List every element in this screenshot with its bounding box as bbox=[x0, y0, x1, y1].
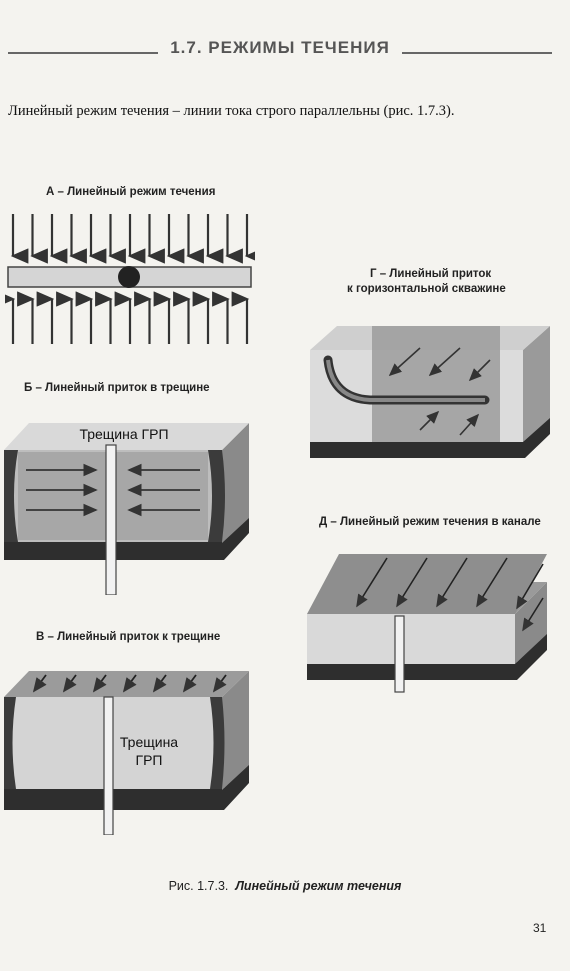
well-pipe bbox=[394, 615, 405, 693]
figure-b-fracture-flow-diagram: Трещина ГРП bbox=[4, 423, 249, 595]
frac-label-line2: ГРП bbox=[136, 752, 163, 768]
header-rule-right bbox=[402, 52, 552, 54]
figure-a-linear-flow-diagram bbox=[5, 214, 255, 344]
figure-caption: Рис. 1.7.3. Линейный режим течения bbox=[0, 879, 570, 893]
header-rule-left bbox=[8, 52, 158, 54]
figure-d-channel-flow-diagram bbox=[307, 554, 547, 693]
figure-g-label-line1: Г – Линейный приток bbox=[370, 268, 492, 280]
frac-label: Трещина ГРП bbox=[79, 426, 168, 442]
figure-a-label: А – Линейный режим течения bbox=[46, 186, 216, 198]
figure-g-label-line2: к горизонтальной скважине bbox=[347, 283, 506, 295]
well-pipe bbox=[105, 444, 117, 595]
frac-label-line1: Трещина bbox=[120, 734, 178, 750]
figure-b-label: Б – Линейный приток в трещине bbox=[24, 382, 210, 394]
caption-title: Линейный режим течения bbox=[235, 879, 402, 893]
section-title: 1.7. РЕЖИМЫ ТЕЧЕНИЯ bbox=[170, 38, 390, 57]
caption-prefix: Рис. 1.7.3. bbox=[168, 879, 229, 893]
intro-paragraph: Линейный режим течения – линии тока стро… bbox=[8, 103, 455, 119]
figure-d-label: Д – Линейный режим течения в канале bbox=[319, 516, 541, 528]
well-pipe bbox=[103, 696, 114, 835]
figure-v-label: В – Линейный приток к трещине bbox=[36, 631, 221, 643]
figure-g-horizontal-well-diagram bbox=[310, 326, 550, 458]
well-circle bbox=[118, 266, 140, 288]
figure-v-flow-to-fracture-diagram: Трещина ГРП bbox=[4, 671, 249, 835]
page-number: 31 bbox=[533, 921, 547, 935]
